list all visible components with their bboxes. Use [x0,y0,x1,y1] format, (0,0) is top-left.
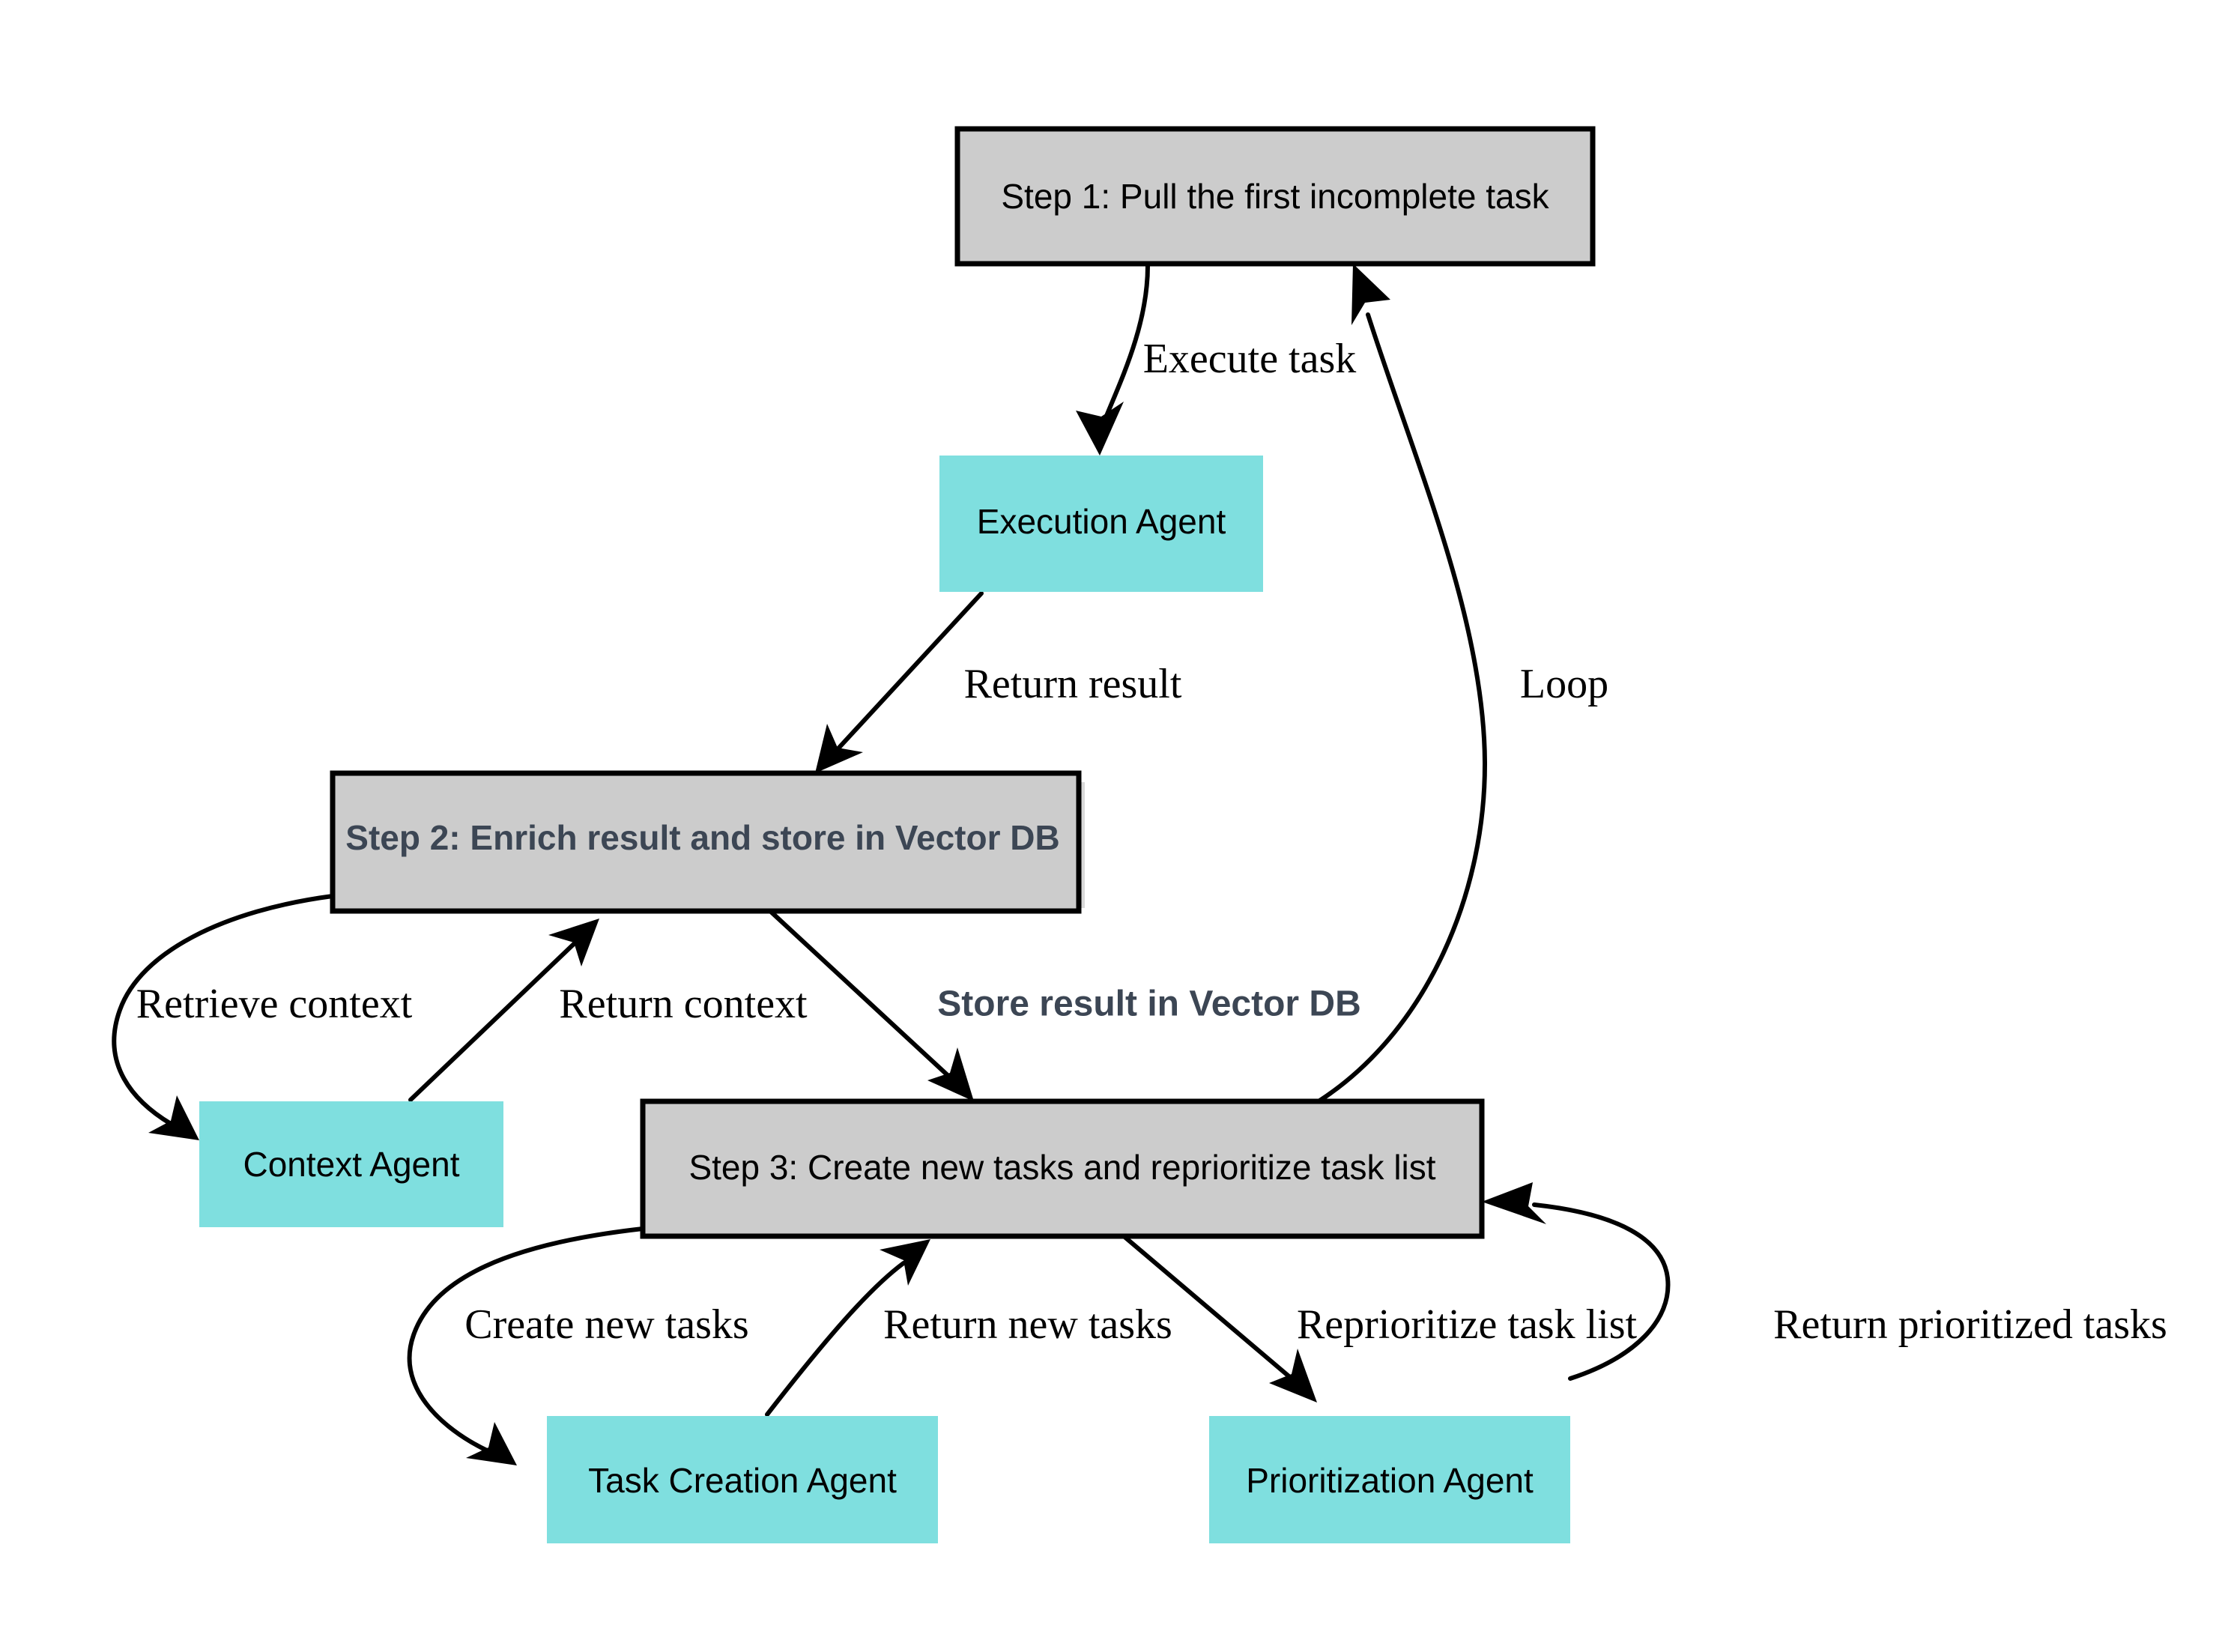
edge-label-return-result: Return result [964,661,1182,707]
edge-loop: Loop [1316,264,1608,1104]
arrowhead-retrieve-context [148,1095,199,1140]
node-prioritization-agent-label: Prioritization Agent [1246,1461,1534,1500]
node-step1[interactable]: Step 1: Pull the first incomplete task [954,126,1596,267]
arrowhead-return-prioritized-tasks [1482,1182,1546,1224]
edge-label-return-context: Return context [559,981,808,1027]
arrowhead-return-new-tasks [880,1239,930,1286]
node-step3-box[interactable] [640,1098,1485,1239]
node-step1-box[interactable] [954,126,1596,267]
edge-label-return-prioritized-tasks: Return prioritized tasks [1773,1301,2167,1348]
node-step1-label: Step 1: Pull the first incomplete task [1001,177,1549,216]
arrowhead-store-result [927,1047,974,1101]
node-step3[interactable]: Step 3: Create new tasks and reprioritiz… [640,1098,1485,1239]
node-task-creation-agent-box[interactable] [547,1416,938,1543]
edge-store-result: Store result in Vector DB [768,909,1361,1101]
edge-retrieve-context: Retrieve context [112,894,413,1140]
edge-path-loop [1316,312,1488,1104]
edge-return-result: Return result [815,591,1182,773]
node-execution-agent[interactable]: Execution Agent [939,456,1263,592]
edge-path-retrieve-context [112,894,335,1126]
node-context-agent[interactable]: Context Agent [199,1101,503,1227]
edge-path-return-prioritized-tasks [1532,1202,1671,1381]
edge-return-prioritized-tasks: Return prioritized tasks [1482,1182,2167,1381]
node-step3-label: Step 3: Create new tasks and reprioritiz… [688,1148,1435,1187]
arrowhead-reprioritize-task-list [1269,1349,1317,1403]
node-prioritization-agent[interactable]: Prioritization Agent [1209,1416,1570,1543]
node-context-agent-box[interactable] [199,1101,503,1227]
edge-label-store-result: Store result in Vector DB [937,984,1360,1024]
edge-label-retrieve-context: Retrieve context [136,981,413,1027]
node-execution-agent-label: Execution Agent [977,502,1226,541]
edge-label-reprioritize-task-list: Reprioritize task list [1297,1301,1638,1348]
edge-return-context: Return context [408,919,808,1102]
node-execution-agent-box[interactable] [939,456,1263,592]
edge-label-create-new-tasks: Create new tasks [464,1301,748,1348]
edge-execute-task: Execute task [1076,264,1357,456]
node-step2-label: Step 2: Enrich result and store in Vecto… [345,818,1059,857]
node-context-agent-label: Context Agent [243,1145,460,1184]
edge-path-store-result [768,909,952,1080]
edge-path-return-result [835,591,984,751]
arrowhead-execute-task [1076,402,1124,456]
edge-label-execute-task: Execute task [1143,336,1357,382]
arrowhead-return-result [815,724,863,773]
edge-path-create-new-tasks [407,1226,645,1453]
edge-path-reprioritize-task-list [1121,1234,1294,1381]
edge-path-execute-task [1100,264,1150,429]
node-task-creation-agent-label: Task Creation Agent [588,1461,897,1500]
edge-reprioritize-task-list: Reprioritize task list [1121,1234,1638,1403]
node-prioritization-agent-box[interactable] [1209,1416,1570,1543]
edge-path-return-new-tasks [765,1261,906,1417]
node-step2-box[interactable] [330,770,1082,914]
node-task-creation-agent[interactable]: Task Creation Agent [547,1416,938,1543]
arrowhead-return-context [548,919,599,966]
edge-path-return-context [408,940,578,1102]
edge-label-loop: Loop [1520,661,1608,707]
edge-create-new-tasks: Create new tasks [407,1226,749,1465]
arrowhead-loop [1351,264,1390,325]
edge-label-return-new-tasks: Return new tasks [883,1301,1172,1348]
node-step2[interactable]: Step 2: Enrich result and store in Vecto… [330,770,1085,914]
arrowhead-create-new-tasks [466,1422,517,1465]
edge-return-new-tasks: Return new tasks [765,1239,1172,1417]
